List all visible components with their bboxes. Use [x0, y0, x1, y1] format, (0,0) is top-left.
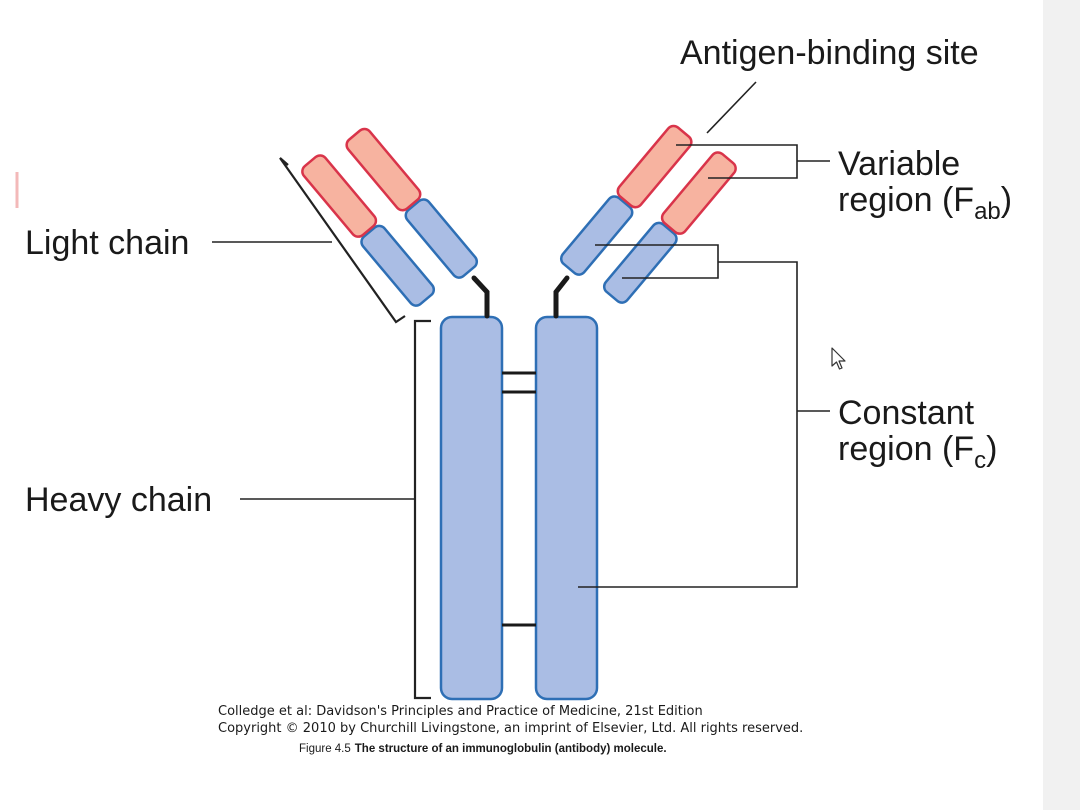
- figure-number: Figure 4.5: [299, 743, 351, 755]
- variable-region-label-line2: region (Fab): [838, 181, 1012, 225]
- antigen-binding-site-label: Antigen-binding site: [680, 34, 979, 72]
- right-arm-heavy-variable: [616, 124, 693, 209]
- hinge-right: [553, 275, 570, 319]
- constant-region-bracket: [578, 261, 798, 588]
- antigen-site-leader: [706, 81, 757, 134]
- left-arm-heavy-variable: [345, 127, 422, 212]
- heavy-chain-label: Heavy chain: [25, 481, 212, 519]
- right-arm-light-constant: [602, 221, 678, 304]
- hinge-left: [471, 275, 490, 319]
- right-arm-light-variable: [660, 151, 737, 235]
- light-chain-label: Light chain: [25, 224, 189, 262]
- figure-caption: Figure 4.5 The structure of an immunoglob…: [299, 743, 667, 755]
- variable-region-label-line1: Variable: [838, 145, 960, 183]
- constant-region-label-line2: region (Fc): [838, 430, 997, 474]
- left-arm-light: [301, 154, 436, 307]
- left-arm-heavy: [345, 127, 479, 279]
- credit-line-2: Copyright © 2010 by Churchill Livingston…: [218, 721, 803, 736]
- constant-region-label-line1: Constant: [838, 394, 975, 432]
- heavy-chain-right: [534, 315, 599, 701]
- light-chain-bracket: [279, 157, 406, 324]
- right-edge-strip: [1043, 0, 1080, 810]
- left-arm-light-variable: [301, 154, 378, 238]
- figure-title: The structure of an immunoglobulin (anti…: [355, 743, 667, 755]
- heavy-chain-left: [439, 315, 504, 701]
- left-arm-light-constant: [360, 224, 436, 307]
- right-arm-light: [602, 151, 737, 304]
- left-arm-heavy-constant: [404, 198, 479, 279]
- mouse-pointer-icon: [831, 347, 846, 370]
- credit-line-1: Colledge et al: Davidson's Principles an…: [218, 704, 703, 719]
- variable-region-bracket: [676, 144, 798, 179]
- heavy-chain-bracket: [413, 319, 431, 700]
